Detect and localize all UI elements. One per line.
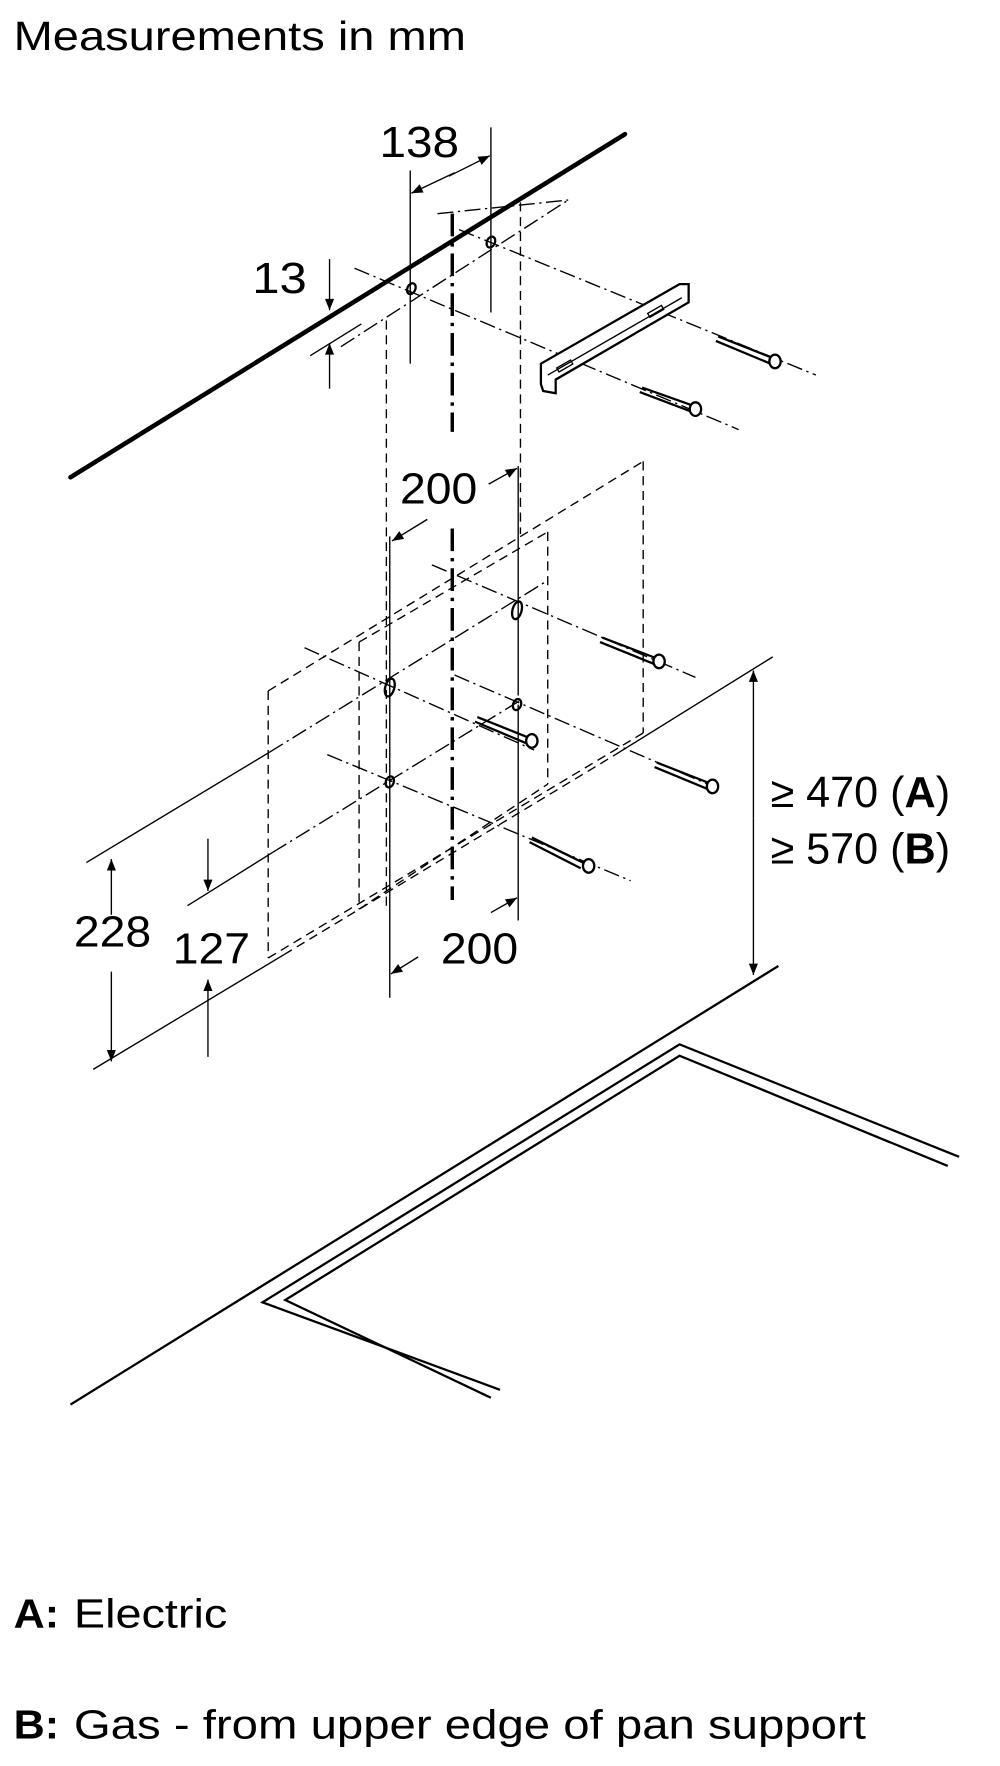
wall-hole [405, 282, 417, 296]
screw-icon [639, 386, 703, 418]
dimension-228: 228 [74, 859, 151, 1062]
dimension-label-13: 13 [252, 255, 307, 303]
screw-icon [715, 335, 782, 370]
dimension-200-upper: 200 [389, 465, 519, 998]
legend-key-a: A: [14, 1590, 59, 1636]
mounting-hole [384, 775, 396, 789]
dimension-clearance: ≥ 470 (A) ≥ 570 (B) [748, 670, 950, 976]
screw-icon [529, 836, 596, 874]
dimension-label-200-lower: 200 [441, 926, 518, 974]
legend-key-b: B: [14, 1702, 59, 1748]
dimension-label-138: 138 [380, 119, 460, 167]
screw-icon [599, 636, 666, 670]
hob-icon [259, 1043, 960, 1399]
keyhole [510, 600, 524, 621]
hood-outline [267, 460, 644, 959]
dimension-label-228: 228 [74, 909, 151, 957]
dimension-label-127: 127 [173, 926, 250, 974]
dimension-label-200-upper: 200 [400, 465, 477, 513]
legend-text-a: Electric [74, 1590, 227, 1636]
dimension-138: 138 [380, 119, 492, 364]
dimension-13: 13 [252, 255, 362, 389]
legend: A: Electric B: Gas - from upper edge of … [14, 1590, 867, 1747]
legend-text-b: Gas - from upper edge of pan support [74, 1702, 867, 1748]
wall-hole [485, 235, 497, 249]
clearance-electric: ≥ 470 (A) [770, 769, 950, 817]
dimension-127: 127 [173, 838, 250, 1057]
mounting-hole [511, 697, 523, 712]
keyhole [383, 677, 396, 698]
screw-icon [474, 716, 539, 749]
clearance-gas: ≥ 570 (B) [770, 826, 950, 874]
wall-bracket-icon [539, 283, 690, 395]
page-title: Measurements in mm [14, 13, 466, 59]
screw-icon [654, 761, 720, 795]
worktop-line [69, 964, 780, 1406]
dimension-200-lower: 200 [390, 704, 519, 975]
ceiling-line [68, 131, 628, 480]
